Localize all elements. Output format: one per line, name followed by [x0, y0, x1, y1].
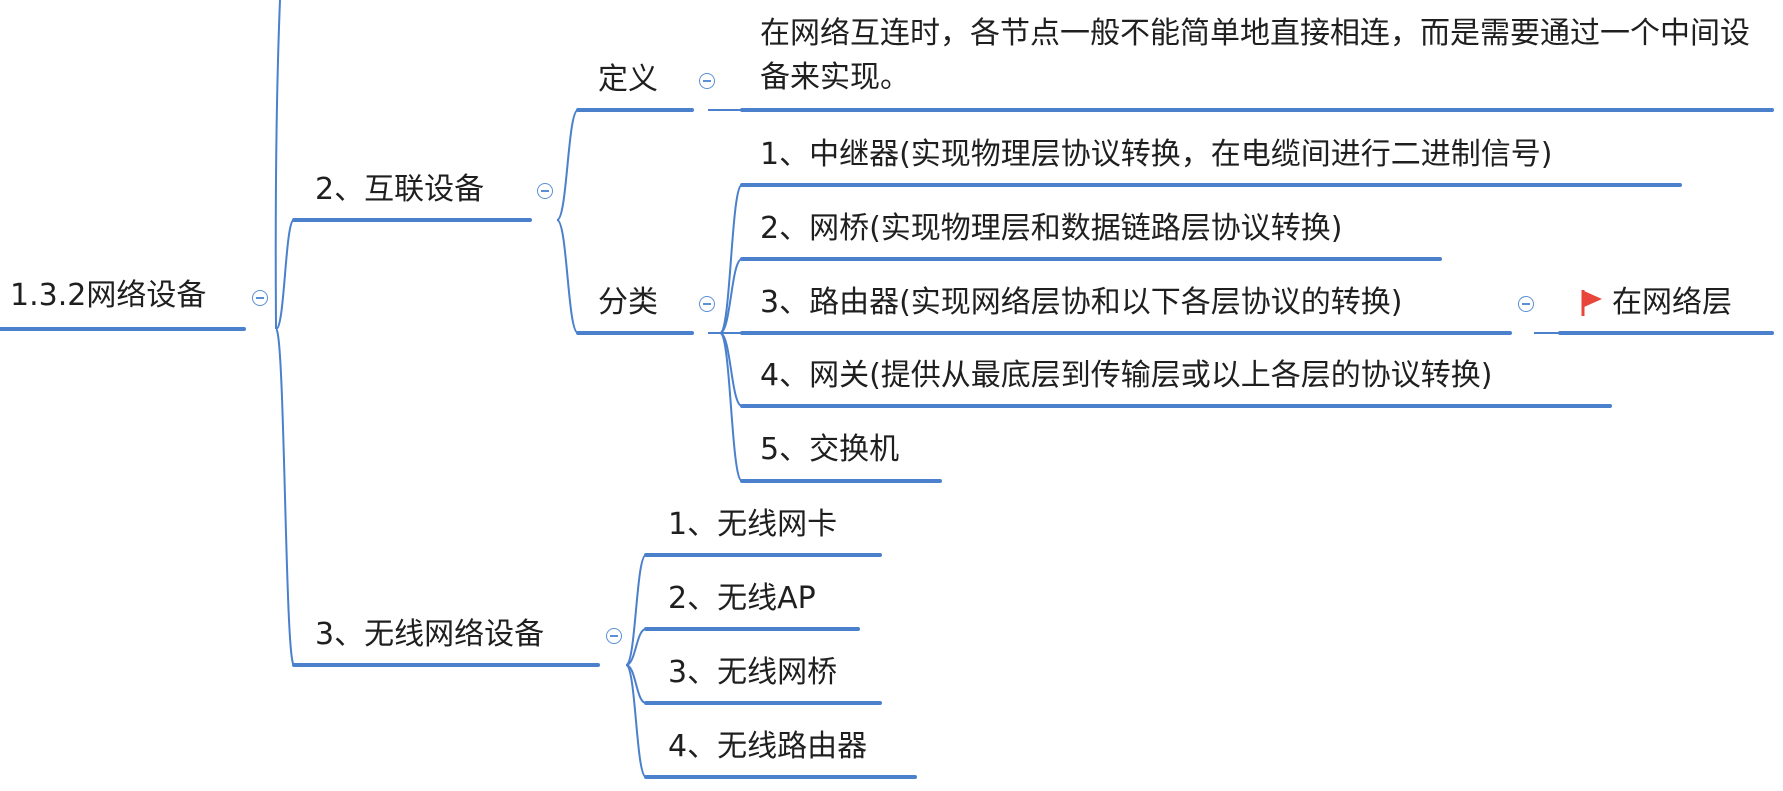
connector [625, 664, 647, 778]
connector [719, 332, 743, 482]
classification-node[interactable]: 分类 [598, 285, 658, 321]
collapse-icon[interactable] [1518, 296, 1534, 312]
list-item[interactable]: 3、无线网桥 [668, 655, 838, 690]
collapse-icon[interactable] [699, 296, 715, 312]
root-label: 1.3.2网络设备 [10, 278, 207, 313]
list-item[interactable]: 1、中继器(实现物理层协议转换，在电缆间进行二进制信号) [760, 137, 1553, 172]
list-item[interactable]: 5、交换机 [760, 432, 900, 467]
definition-text: 在网络互连时，各节点一般不能简单地直接相连，而是需要通过一个中间设备来实现。 [760, 16, 1750, 95]
list-item[interactable]: 3、路由器(实现网络层协和以下各层协议的转换) [760, 285, 1403, 320]
list-item[interactable]: 1、无线网卡 [668, 507, 838, 542]
connector [719, 184, 743, 334]
red-flag-icon [1581, 290, 1602, 316]
collapse-icon[interactable] [699, 73, 715, 89]
list-item[interactable]: 4、网关(提供从最底层到传输层或以上各层的协议转换) [760, 358, 1493, 393]
list-item[interactable]: 2、无线AP [668, 581, 816, 616]
wireless-node[interactable]: 3、无线网络设备 [315, 617, 544, 653]
connector [275, 328, 295, 666]
connector [556, 219, 579, 334]
definition-node[interactable]: 定义 [598, 62, 658, 98]
collapse-icon[interactable] [252, 290, 268, 306]
collapse-icon[interactable] [537, 183, 553, 199]
collapse-icon[interactable] [606, 628, 622, 644]
connector [625, 554, 647, 666]
interconnect-node[interactable]: 2、互联设备 [315, 172, 484, 208]
list-item[interactable]: 2、网桥(实现物理层和数据链路层协议转换) [760, 211, 1343, 246]
root-node[interactable]: 1.3.2网络设备 [10, 278, 206, 314]
router-note[interactable]: 在网络层 [1612, 285, 1732, 320]
connector [556, 109, 579, 221]
connector [719, 258, 743, 334]
connector [274, 0, 281, 330]
wireless-label: 3、无线网络设备 [315, 617, 545, 652]
connector [275, 219, 295, 330]
classification-label: 分类 [598, 285, 658, 320]
interconnect-label: 2、互联设备 [315, 172, 485, 207]
connector [625, 628, 647, 666]
definition-label: 定义 [598, 62, 658, 97]
list-item[interactable]: 4、无线路由器 [668, 729, 868, 764]
